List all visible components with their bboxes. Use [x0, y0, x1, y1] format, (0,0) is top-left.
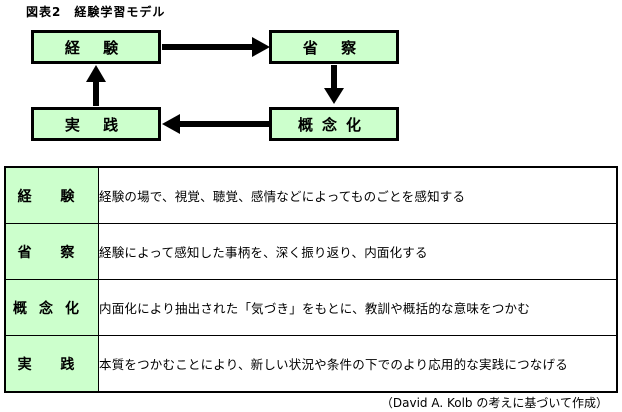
term-cell: 省 察: [4, 223, 99, 280]
cycle-arrows: [86, 37, 344, 134]
node-reflection: 省 察: [269, 30, 399, 64]
node-concept: 概念化: [269, 107, 399, 141]
arrow-concept-to-practice: [162, 114, 270, 134]
term-cell: 実 践: [4, 335, 99, 393]
figure-title: 図表2 経験学習モデル: [26, 5, 166, 19]
description-cell: 経験によって感知した事柄を、深く振り返り、内面化する: [98, 223, 618, 280]
table-row: 省 察 経験によって感知した事柄を、深く振り返り、内面化する: [4, 223, 618, 280]
description-cell: 内面化により抽出された「気づき」をもとに、教訓や概括的な意味をつかむ: [98, 279, 618, 336]
term-cell: 経 験: [4, 166, 99, 224]
arrow-experience-to-reflection: [162, 37, 270, 57]
summary-table: 経 験 経験の場で、視覚、聴覚、感情などによってものごとを感知する 省 察 経験…: [4, 166, 618, 393]
source-credit: （David A. Kolb の考えに基づいて作成）: [380, 396, 608, 410]
term-cell: 概念化: [4, 279, 99, 336]
table-row: 概念化 内面化により抽出された「気づき」をもとに、教訓や概括的な意味をつかむ: [4, 279, 618, 336]
table-row: 実 践 本質をつかむことにより、新しい状況や条件の下でのより応用的な実践につなげ…: [4, 335, 618, 393]
arrow-reflection-to-concept: [324, 65, 344, 104]
node-practice: 実 践: [31, 107, 161, 141]
node-experience: 経 験: [31, 30, 161, 64]
description-cell: 経験の場で、視覚、聴覚、感情などによってものごとを感知する: [98, 166, 618, 224]
table-row: 経 験 経験の場で、視覚、聴覚、感情などによってものごとを感知する: [4, 166, 618, 224]
description-cell: 本質をつかむことにより、新しい状況や条件の下でのより応用的な実践につなげる: [98, 335, 618, 393]
arrow-practice-to-experience: [86, 65, 106, 106]
